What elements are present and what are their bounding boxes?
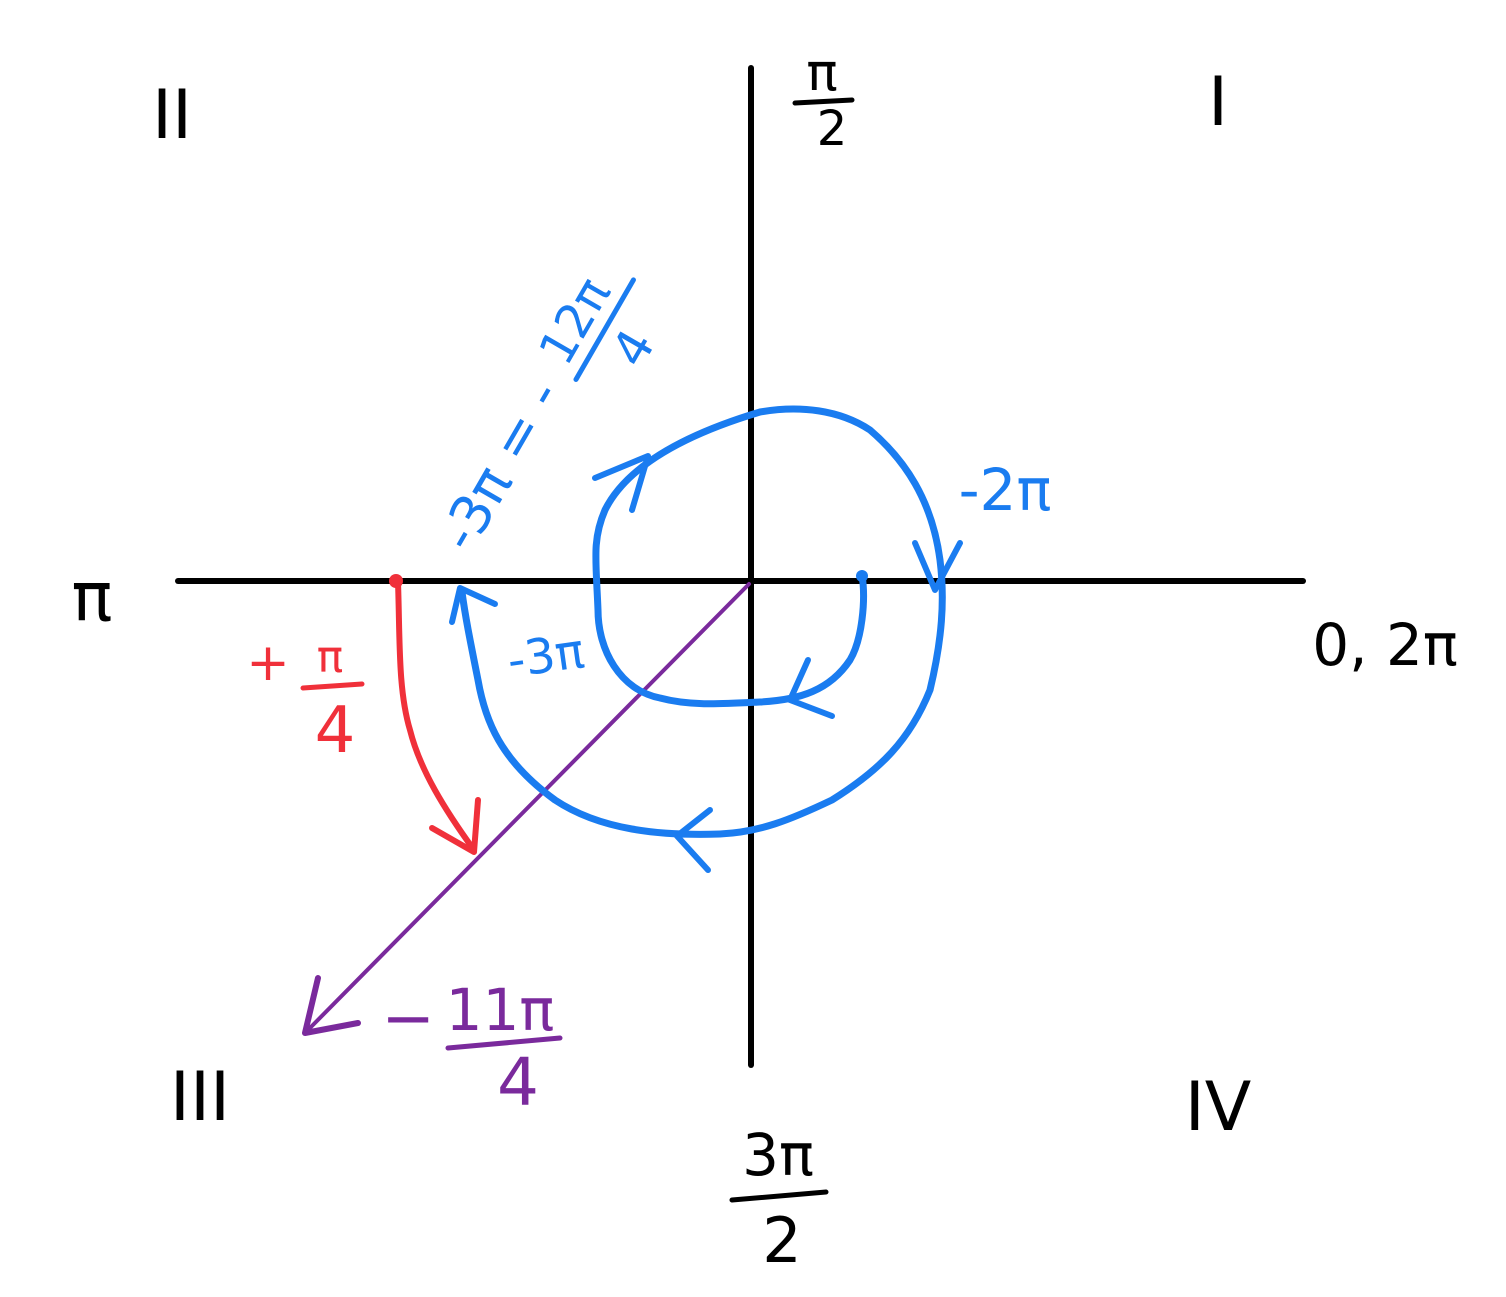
quadrant-label-iv: IV bbox=[1185, 1068, 1252, 1147]
spiral-arrow-right bbox=[912, 540, 963, 593]
spiral-equation: -3π = - 12π 4 bbox=[427, 268, 667, 561]
spiral-start-dot bbox=[856, 570, 868, 582]
reference-angle-denominator: 4 bbox=[315, 694, 356, 768]
reference-angle-bar bbox=[300, 681, 365, 691]
axis-label-pi-over-2-bar bbox=[792, 97, 855, 106]
reference-angle-numerator: π bbox=[317, 632, 344, 683]
quadrant-label-i: I bbox=[1208, 63, 1228, 142]
axis-label-3pi-over-2-bar bbox=[729, 1189, 829, 1203]
spiral-equation-bar bbox=[573, 277, 636, 382]
reference-angle-arrowhead bbox=[429, 797, 481, 855]
spiral-path bbox=[458, 405, 946, 838]
spiral-arrow-bottom-inner bbox=[787, 657, 835, 719]
reference-angle-sign: + bbox=[246, 633, 290, 693]
axis-label-positive-x: 0, 2π bbox=[1312, 611, 1458, 679]
spiral-equation-denominator: 4 bbox=[600, 320, 666, 377]
terminal-angle-bar bbox=[445, 1035, 563, 1051]
terminal-angle-numerator: 11π bbox=[446, 976, 555, 1044]
axis-label-pi-over-2-numerator: π bbox=[806, 43, 837, 103]
spiral-arrow-left bbox=[449, 585, 498, 625]
spiral-label-minus-2pi: -2π bbox=[959, 456, 1052, 524]
terminal-ray-arrowhead bbox=[302, 975, 361, 1036]
axis-label-3pi-over-2-denominator: 2 bbox=[762, 1204, 801, 1277]
quadrant-label-iii: III bbox=[170, 1058, 230, 1137]
quadrant-label-ii: II bbox=[152, 76, 192, 155]
spiral-label-minus-3pi: -3π bbox=[504, 623, 588, 689]
reference-angle-start-dot bbox=[389, 574, 403, 588]
terminal-angle-sign: − bbox=[381, 982, 435, 1056]
spiral-arrow-bottom-outer bbox=[674, 807, 713, 873]
axis-label-3pi-over-2-numerator: 3π bbox=[742, 1121, 814, 1189]
spiral-equation-left: -3π = - bbox=[427, 369, 574, 561]
spiral-arrow-upper-left bbox=[592, 453, 651, 513]
reference-angle-arc bbox=[395, 579, 477, 853]
terminal-angle-denominator: 4 bbox=[497, 1044, 539, 1121]
terminal-ray bbox=[303, 582, 751, 1035]
axis-label-pi-over-2-denominator: 2 bbox=[817, 101, 848, 157]
axis-label-negative-x: π bbox=[72, 558, 113, 637]
